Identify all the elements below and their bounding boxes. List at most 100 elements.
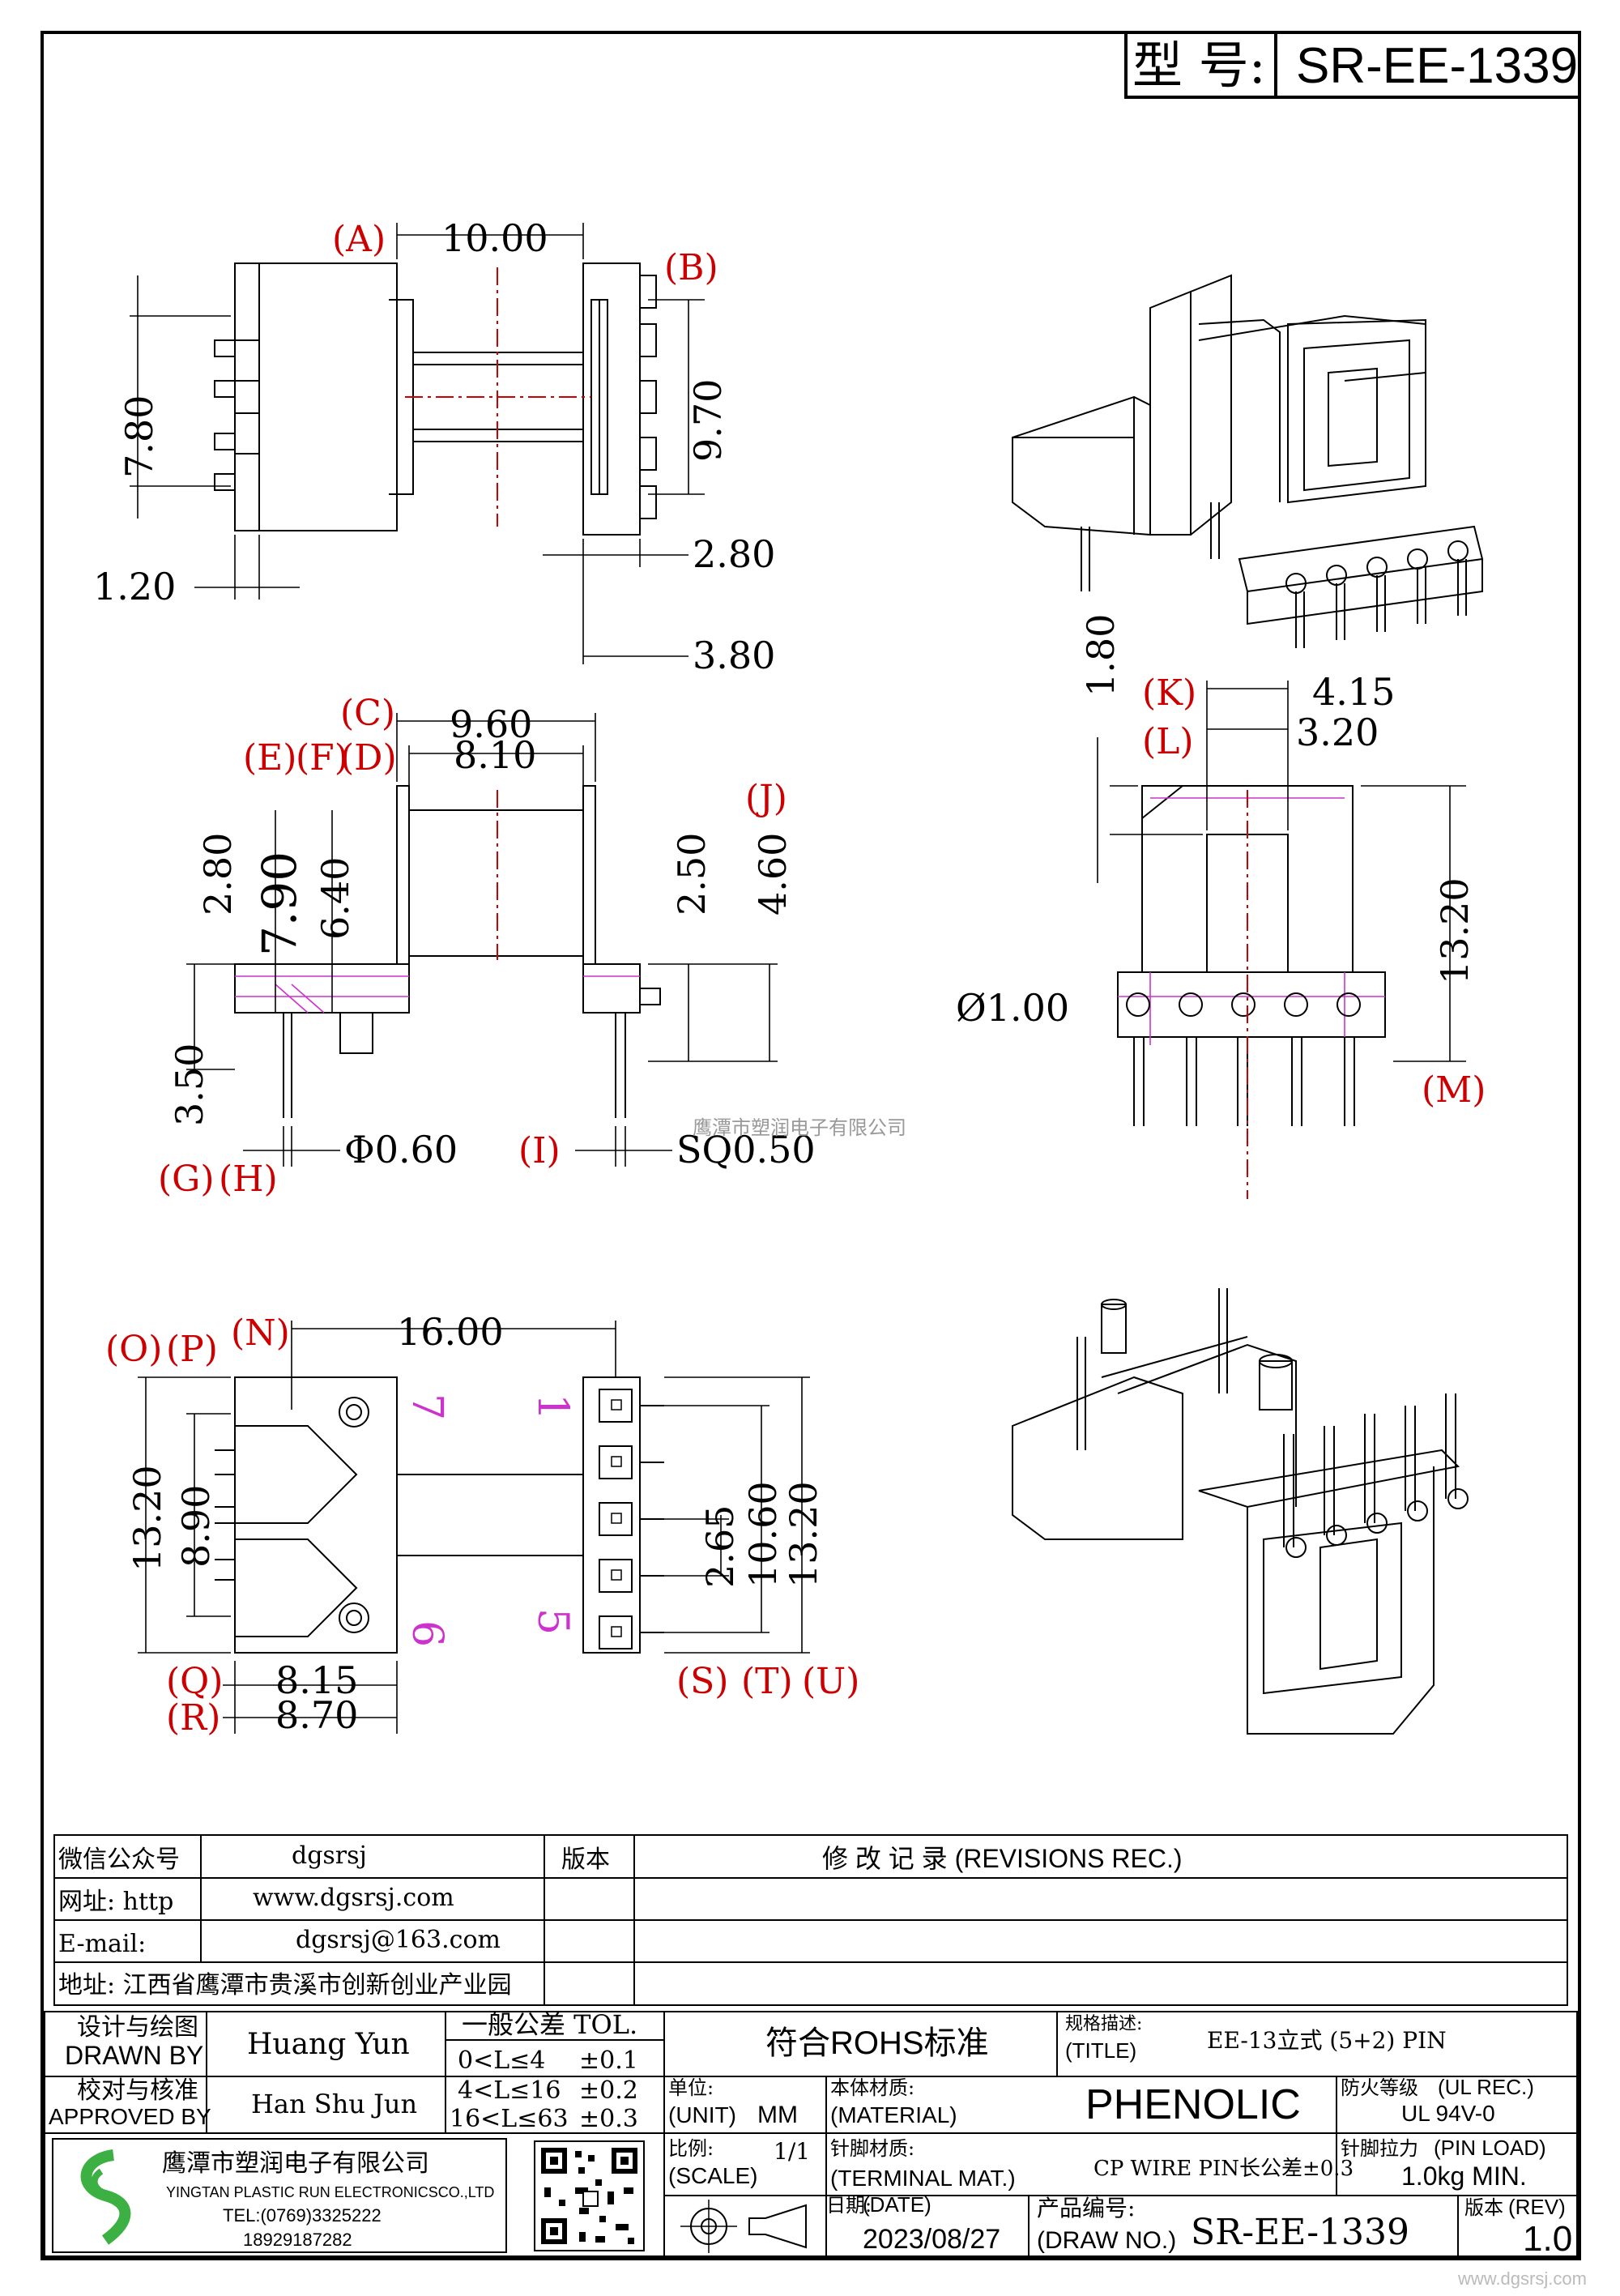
dim-left-height: 7.80 xyxy=(117,395,161,478)
rev-value: 1.0 xyxy=(1523,2219,1572,2259)
dim-top-gap: 1.80 xyxy=(1079,614,1123,697)
tol-value-2: ±0.2 xyxy=(579,2076,638,2105)
dim-h-dia: Φ0.60 xyxy=(344,1128,458,1171)
info-value-web: www.dgsrsj.com xyxy=(253,1884,454,1912)
company-tel: TEL:(0769)3325222 xyxy=(223,2205,382,2226)
title-block: 设计与绘图 DRAWN BY Huang Yun 校对与核准 APPROVED … xyxy=(44,2009,1578,2259)
drawno-value: SR-EE-1339 xyxy=(1191,2212,1409,2253)
title-value: EE-13立式 (5+2) PIN xyxy=(1207,2027,1447,2054)
title-label-en: (TITLE) xyxy=(1065,2038,1136,2063)
company-name-en: YINGTAN PLASTIC RUN ELECTRONICSCO.,LTD xyxy=(166,2184,494,2200)
dim-pin-offset: 1.20 xyxy=(93,565,176,608)
pinload-value: 1.0kg MIN. xyxy=(1401,2162,1527,2191)
dim-n-width: 16.00 xyxy=(397,1310,504,1354)
label-k: (K) xyxy=(1142,672,1196,714)
label-q: (Q) xyxy=(166,1661,223,1702)
label-d: (D) xyxy=(340,737,397,779)
info-value-email: dgsrsj@163.com xyxy=(296,1926,501,1954)
view-iso-bottom xyxy=(1012,1288,1469,1735)
label-f: (F) xyxy=(296,737,348,779)
tol-header: 一般公差 TOL. xyxy=(462,2009,637,2040)
label-g: (G) xyxy=(158,1159,214,1200)
company-mobile: 18929187282 xyxy=(243,2230,352,2250)
view-iso-top xyxy=(1012,274,1484,648)
label-u: (U) xyxy=(802,1661,859,1702)
unit-label-cn: 单位: xyxy=(668,2076,714,2099)
tol-range-2: 4<L≤16 xyxy=(458,2076,561,2105)
watermark-center: 鹰潭市塑润电子有限公司 xyxy=(693,1117,906,1139)
label-r: (R) xyxy=(166,1697,220,1739)
approver-name: Han Shu Jun xyxy=(251,2089,417,2119)
label-i: (I) xyxy=(518,1130,561,1171)
info-key-email: E-mail: xyxy=(58,1930,146,1958)
dim-r-width: 8.70 xyxy=(275,1693,358,1737)
drawno-label-en: (DRAW NO.) xyxy=(1037,2227,1176,2254)
rev-label-cn: 版本 xyxy=(1464,2196,1503,2219)
dim-flange-depth: 3.80 xyxy=(693,634,775,677)
material-label-en: (MATERIAL) xyxy=(830,2102,957,2127)
scale-label-en: (SCALE) xyxy=(668,2163,757,2188)
company-box xyxy=(52,2138,507,2253)
scale-label-cn: 比例: xyxy=(668,2137,714,2160)
label-n: (N) xyxy=(231,1312,290,1354)
dim-c-width: 9.60 xyxy=(450,702,532,746)
info-key-wechat: 微信公众号 xyxy=(58,1846,180,1874)
dim-s-pitch: 2.65 xyxy=(698,1505,742,1588)
revisions-header: 修 改 记 录 (REVISIONS REC.) xyxy=(822,1844,1183,1873)
designer-label-cn: 设计与绘图 xyxy=(77,2013,198,2042)
approver-label-en: APPROVED BY xyxy=(49,2104,211,2129)
label-l: (L) xyxy=(1142,721,1194,762)
terminal-label-cn: 针脚材质: xyxy=(830,2137,914,2160)
material-label-cn: 本体材质: xyxy=(830,2076,914,2099)
dim-u-height: 13.20 xyxy=(782,1481,825,1588)
tol-range-3: 16<L≤63 xyxy=(450,2105,569,2133)
dim-f-height: 6.40 xyxy=(313,857,357,940)
info-value-wechat: dgsrsj xyxy=(292,1841,367,1870)
dim-a-width: 10.00 xyxy=(441,216,548,260)
dim-l-width: 3.20 xyxy=(1296,711,1379,754)
dim-b-height: 9.70 xyxy=(686,379,730,462)
info-table: 微信公众号 dgsrsj 网址: http www.dgsrsj.com E-m… xyxy=(53,1834,1568,2006)
pin-number-5: 5 xyxy=(528,1608,577,1635)
company-name: 鹰潭市塑润电子有限公司 xyxy=(162,2149,429,2178)
drawno-label-cn: 产品编号: xyxy=(1037,2195,1135,2221)
version-header: 版本 xyxy=(561,1846,610,1874)
pin-number-1: 1 xyxy=(528,1393,577,1420)
terminal-value: CP WIRE PIN长公差±0.3 xyxy=(1094,2157,1354,2181)
label-t: (T) xyxy=(741,1661,793,1702)
dim-i-sq: SQ0.50 xyxy=(676,1128,816,1171)
view-front: 1.80 (K) 4.15 (L) 3.20 13.20 Ø1.00 (M) xyxy=(956,614,1486,1199)
designer-label-en: DRAWN BY xyxy=(65,2041,203,2070)
pinload-label-en: (PIN LOAD) xyxy=(1434,2136,1546,2160)
model-label: 型 号: xyxy=(1132,36,1266,95)
qr-code xyxy=(534,2140,645,2251)
dim-t-span: 10.60 xyxy=(741,1481,785,1588)
label-j: (J) xyxy=(745,778,787,819)
date-label-cn: 日期: xyxy=(826,2194,872,2217)
view-bottom: (O) (P) (N) 16.00 13.20 8.90 (Q) 8.15 (R… xyxy=(105,1310,859,1739)
label-c: (C) xyxy=(340,693,395,734)
label-o: (O) xyxy=(105,1329,162,1370)
label-e: (E) xyxy=(243,737,296,779)
corner-watermark: www.dgsrsj.com xyxy=(1457,2268,1587,2289)
tol-range-1: 0<L≤4 xyxy=(458,2046,545,2075)
label-h: (H) xyxy=(219,1159,278,1200)
label-b: (B) xyxy=(664,247,718,288)
dim-k-width: 4.15 xyxy=(1312,670,1395,714)
unit-label-en: (UNIT) xyxy=(668,2102,736,2127)
fire-label-en: (UL REC.) xyxy=(1438,2075,1534,2099)
pinload-label-cn: 针脚拉力 xyxy=(1341,2137,1418,2160)
dim-o-height: 13.20 xyxy=(126,1465,169,1572)
dim-e-height: 2.80 xyxy=(196,833,240,915)
view-side: (C) 9.60 (E) (F) (D) 8.10 2.80 7.90 6.40… xyxy=(158,693,816,1200)
dim-flange-thk: 2.80 xyxy=(693,532,775,576)
projection-symbol-cone xyxy=(748,2204,807,2249)
date-value: 2023/08/27 xyxy=(863,2224,1000,2255)
company-logo xyxy=(80,2149,131,2245)
dim-j-height: 2.50 xyxy=(670,833,714,915)
date-label-en: (DATE) xyxy=(863,2192,932,2217)
model-title-box: 型 号: SR-EE-1339 xyxy=(1124,31,1581,99)
dim-g-height: 3.50 xyxy=(168,1043,211,1126)
label-p: (P) xyxy=(166,1329,218,1370)
